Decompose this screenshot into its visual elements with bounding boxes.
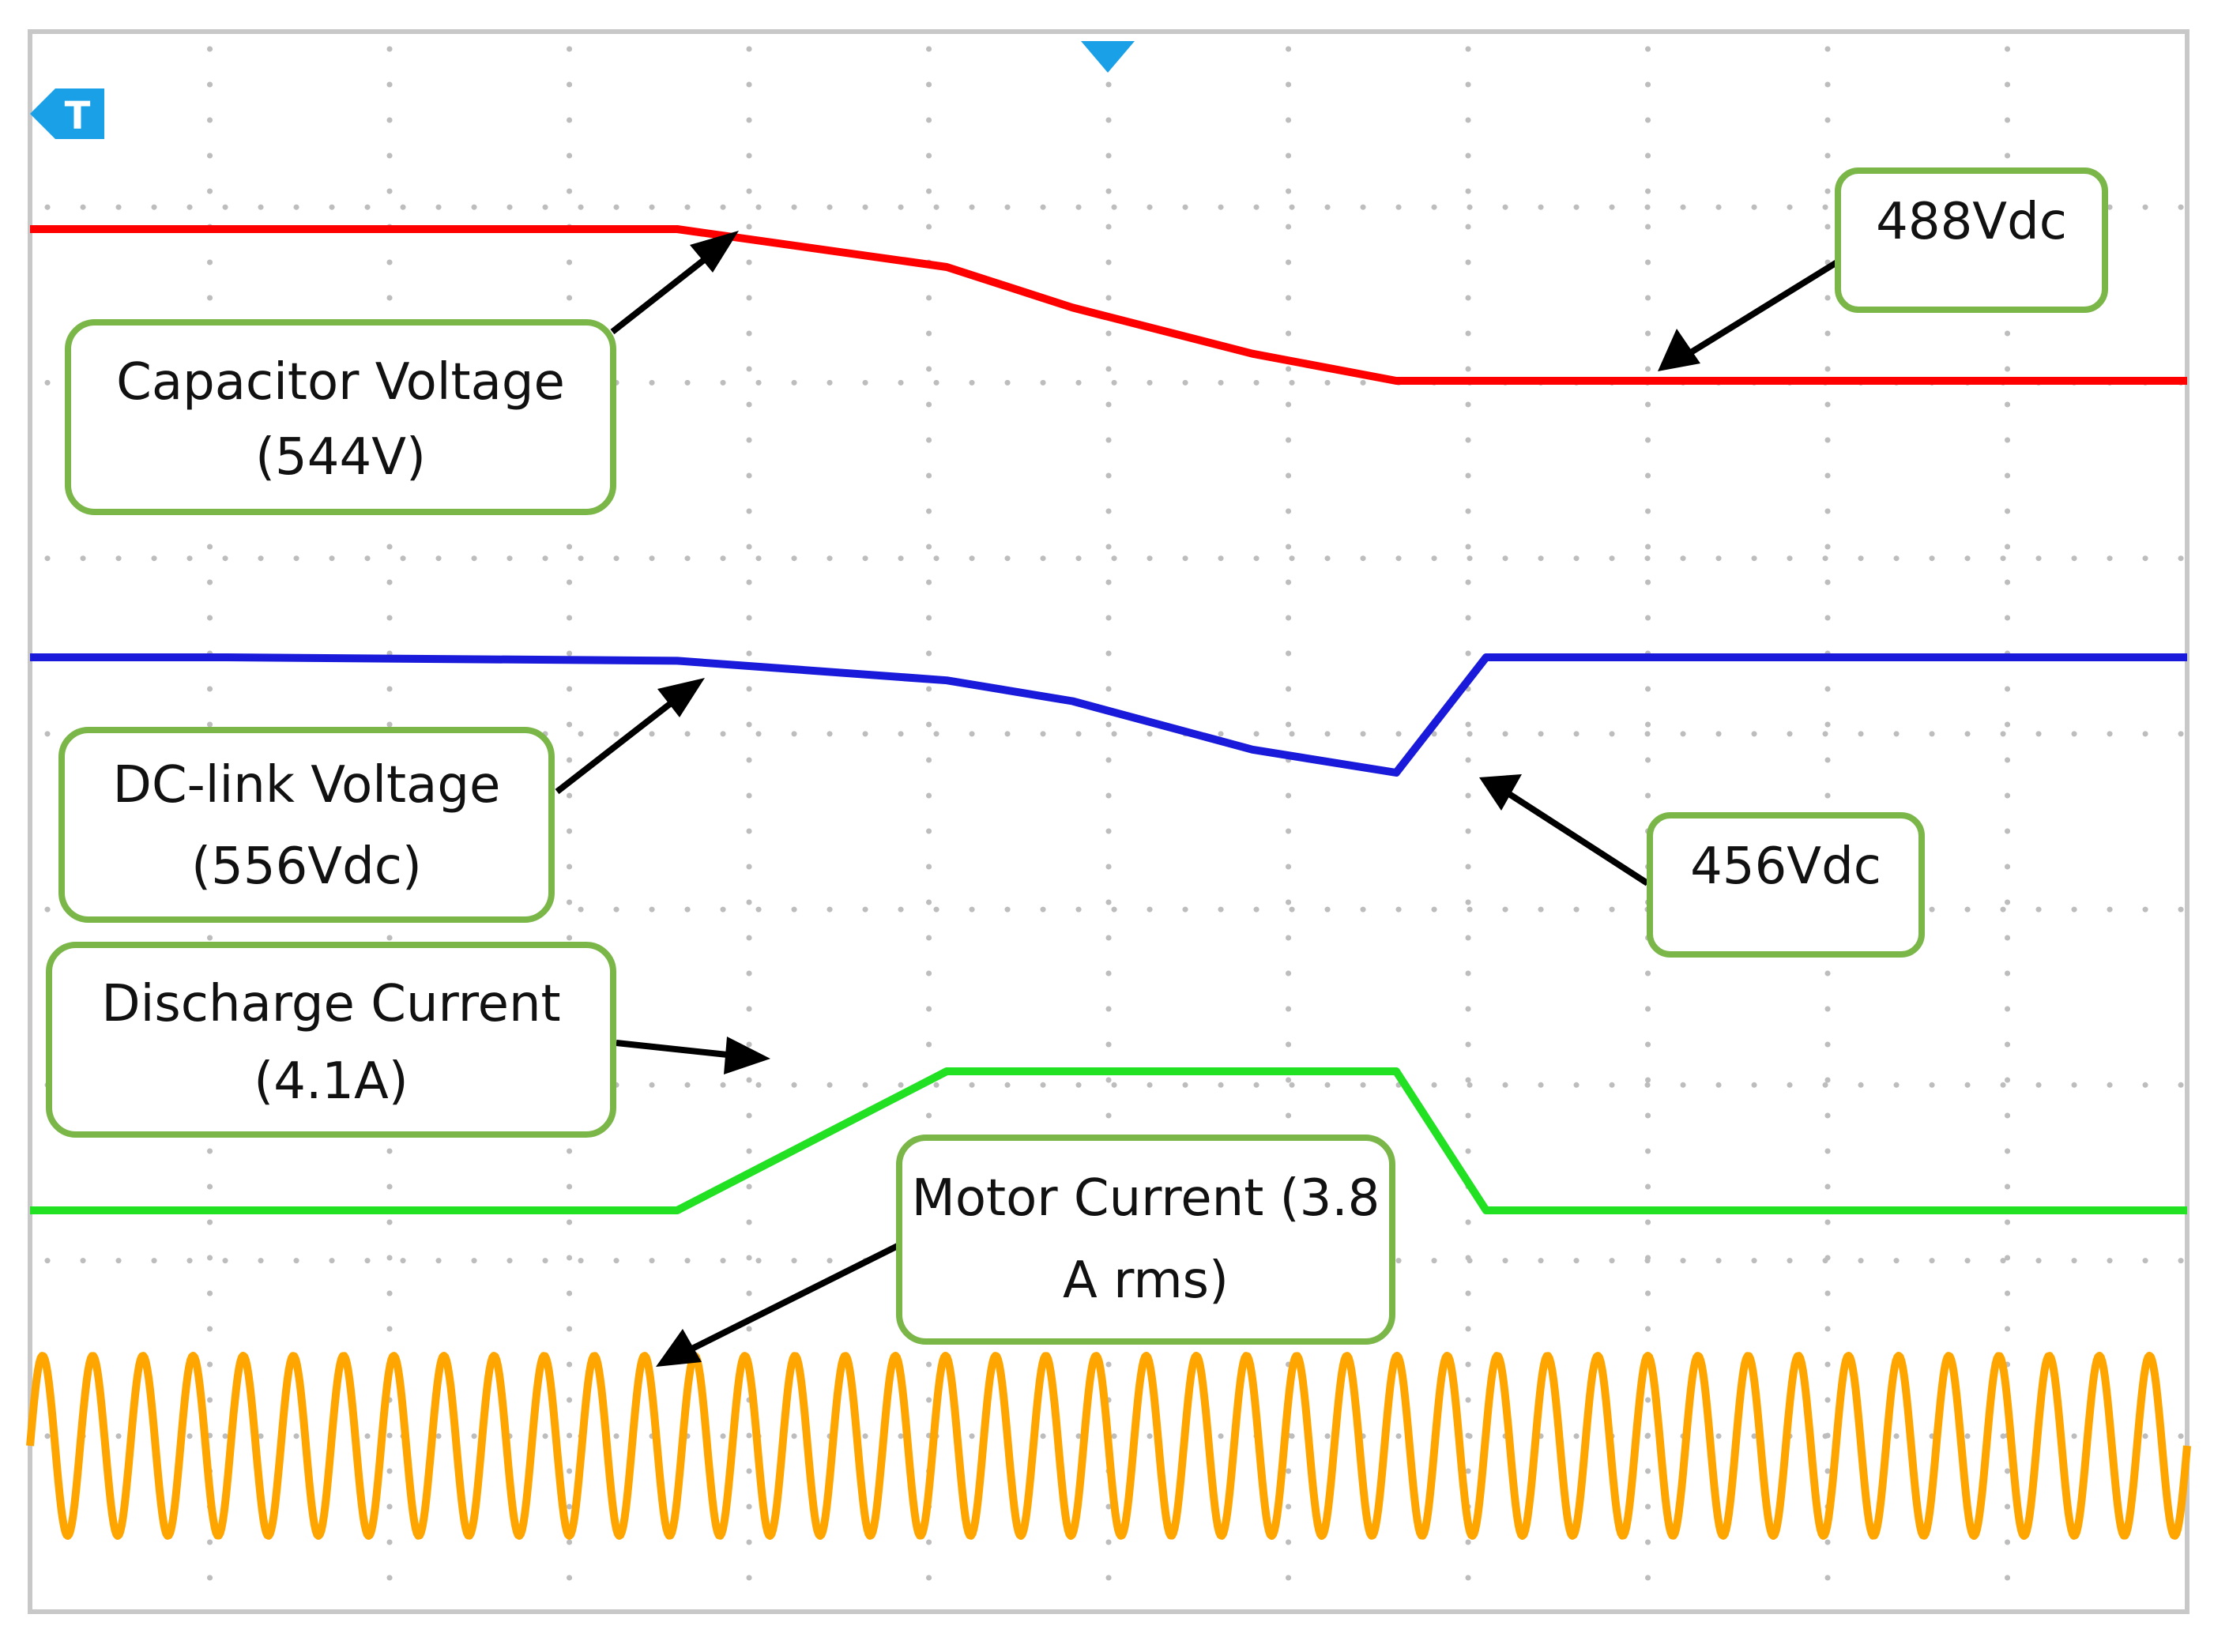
- dc-link-min-value: 456Vdc: [1690, 837, 1881, 896]
- capacitor-final-arrow: [1689, 258, 1842, 356]
- waveform-traces: [26, 225, 2191, 1540]
- motor-current-value: A rms): [1063, 1251, 1229, 1310]
- dc-link-voltage-callout: DC-link Voltage (556Vdc): [58, 727, 555, 923]
- capacitor-final-value: 488Vdc: [1876, 193, 2067, 251]
- discharge-current-trace: [30, 1067, 2187, 1214]
- dc-link-voltage-arrow: [555, 692, 683, 795]
- capacitor-voltage-callout: Capacitor Voltage (544V): [65, 319, 616, 515]
- motor-current-trace: [26, 1352, 2191, 1540]
- capacitor-voltage-trace: [30, 225, 2187, 385]
- capacitor-voltage-value: (544V): [255, 428, 426, 487]
- discharge-current-value: (4.1A): [254, 1052, 409, 1111]
- dc-link-voltage-value: (556Vdc): [191, 837, 422, 896]
- discharge-current-label: Discharge Current: [101, 975, 560, 1033]
- callout-arrows: [555, 231, 1842, 1367]
- trigger-position-marker: [1081, 41, 1135, 73]
- dc-link-min-callout: 456Vdc: [1647, 812, 1925, 958]
- capacitor-voltage-label: Capacitor Voltage: [116, 353, 565, 412]
- trigger-level-icon: T: [30, 88, 104, 139]
- dc-link-voltage-label: DC-link Voltage: [113, 756, 501, 815]
- motor-current-arrow: [686, 1242, 901, 1354]
- svg-text:T: T: [65, 94, 91, 138]
- motor-current-callout: Motor Current (3.8 A rms): [896, 1135, 1395, 1345]
- capacitor-final-callout: 488Vdc: [1835, 167, 2108, 313]
- capacitor-voltage-arrow: [610, 248, 717, 335]
- motor-current-label: Motor Current (3.8: [912, 1169, 1380, 1228]
- dc-link-min-arrow: [1507, 791, 1650, 886]
- dc-link-voltage-trace: [30, 653, 2187, 777]
- discharge-current-arrow: [616, 1040, 736, 1059]
- discharge-current-callout: Discharge Current (4.1A): [46, 942, 616, 1138]
